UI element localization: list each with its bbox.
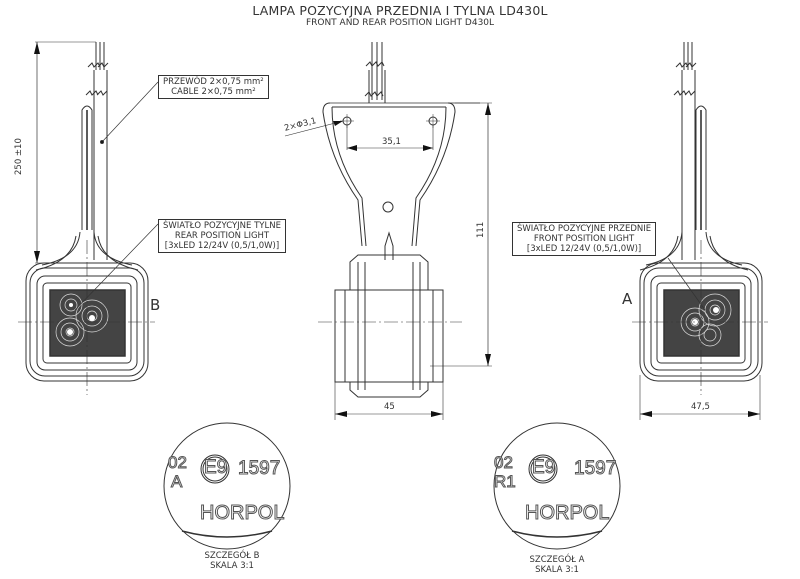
front-light-callout-spec: [3xLED 12/24V (0,5/1,0W)] — [526, 244, 642, 254]
detail-b-code-bottom: A — [171, 472, 183, 492]
detail-a-e-mark: E9 — [531, 457, 556, 479]
detail-a-caption-title: SZCZEGÓŁ A — [529, 555, 585, 565]
cable-callout: PRZEWÓD 2×0,75 mm² CABLE 2×0,75 mm² — [158, 75, 269, 99]
front-light-callout: ŚWIATŁO POZYCYJNE PRZEDNIE FRONT POSITIO… — [512, 222, 657, 256]
front-light-callout-pl: ŚWIATŁO POZYCYJNE PRZEDNIE — [517, 224, 652, 234]
rear-light-callout-en: REAR POSITION LIGHT — [174, 231, 270, 241]
side-width-dimension: 45 — [384, 402, 395, 412]
rear-view-drawing — [18, 41, 159, 395]
detail-a-caption-scale: SKALA 3:1 — [535, 565, 579, 575]
side-view-drawing — [284, 42, 492, 420]
drawing-subtitle: FRONT AND REAR POSITION LIGHT D430L — [305, 18, 495, 28]
detail-a-circle — [493, 422, 621, 550]
hole-spacing-dimension: 35,1 — [382, 137, 401, 147]
detail-b-e-mark: E9 — [203, 457, 228, 479]
detail-b-code-top: 02 — [168, 453, 188, 473]
view-label-b: B — [150, 296, 161, 314]
detail-a-caption: SZCZEGÓŁ A SKALA 3:1 — [497, 555, 617, 575]
detail-b-brand: HORPOL — [199, 502, 285, 525]
detail-b-caption-title: SZCZEGÓŁ B — [204, 551, 260, 561]
detail-a-code-bottom: R1 — [494, 472, 517, 492]
drawing-title: LAMPA POZYCYJNA PRZEDNIA I TYLNA LD430L — [252, 3, 548, 18]
detail-b-caption: SZCZEGÓŁ B SKALA 3:1 — [172, 551, 292, 571]
detail-b-circle — [163, 422, 291, 550]
detail-b-caption-scale: SKALA 3:1 — [210, 561, 254, 571]
front-view-drawing — [632, 42, 768, 420]
view-label-a: A — [622, 290, 633, 308]
detail-a-brand: HORPOL — [524, 502, 610, 525]
detail-a-code-top: 02 — [494, 453, 514, 473]
rear-light-callout: ŚWIATŁO POZYCYJNE TYLNE REAR POSITION LI… — [158, 219, 286, 253]
front-width-dimension: 47,5 — [691, 402, 710, 412]
cable-callout-en: CABLE 2×0,75 mm² — [171, 87, 256, 97]
detail-b-approval-number: 1597 — [237, 458, 281, 480]
rear-light-callout-pl: ŚWIATŁO POZYCYJNE TYLNE — [163, 221, 281, 231]
detail-a-code: 02 R1 — [494, 453, 517, 492]
cable-callout-pl: PRZEWÓD 2×0,75 mm² — [163, 77, 264, 87]
front-light-callout-en: FRONT POSITION LIGHT — [533, 234, 635, 244]
detail-b-code: 02 A — [168, 453, 188, 492]
height-dimension: 111 — [476, 221, 486, 238]
detail-a-approval-number: 1597 — [573, 458, 617, 480]
cable-length-dimension: 250 ±10 — [14, 138, 24, 175]
rear-light-callout-spec: [3xLED 12/24V (0,5/1,0W)] — [164, 241, 280, 251]
